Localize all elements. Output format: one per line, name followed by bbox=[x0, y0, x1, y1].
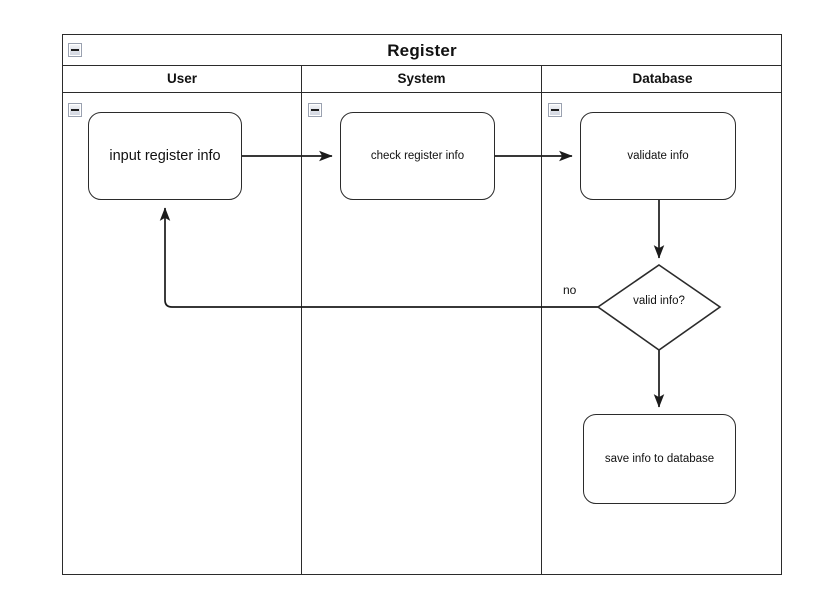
lane-user-collapse-minus-icon[interactable] bbox=[68, 103, 82, 117]
node-validate-info[interactable]: validate info bbox=[580, 112, 736, 200]
lane-system-collapse-minus-icon[interactable] bbox=[308, 103, 322, 117]
edge-label-no: no bbox=[563, 283, 577, 297]
lane-divider-system-database bbox=[541, 93, 542, 574]
node-check-register-info[interactable]: check register info bbox=[340, 112, 495, 200]
lane-header-system: System bbox=[301, 66, 541, 92]
lane-header-system-label: System bbox=[397, 71, 446, 86]
lane-header-database-label: Database bbox=[632, 71, 693, 86]
lane-database-collapse-minus-icon[interactable] bbox=[548, 103, 562, 117]
lane-header-database: Database bbox=[541, 66, 783, 92]
node-input-register-info[interactable]: input register info bbox=[88, 112, 242, 200]
lane-header-row: User System Database bbox=[63, 66, 783, 117]
lane-header-user: User bbox=[63, 66, 301, 92]
pool-title-band: Register bbox=[63, 35, 781, 66]
pool-title: Register bbox=[387, 41, 457, 60]
node-save-info-to-database[interactable]: save info to database bbox=[583, 414, 736, 504]
lane-header-user-label: User bbox=[166, 71, 198, 86]
lane-divider-user-system bbox=[301, 93, 302, 574]
pool-collapse-minus-icon[interactable] bbox=[68, 43, 82, 57]
